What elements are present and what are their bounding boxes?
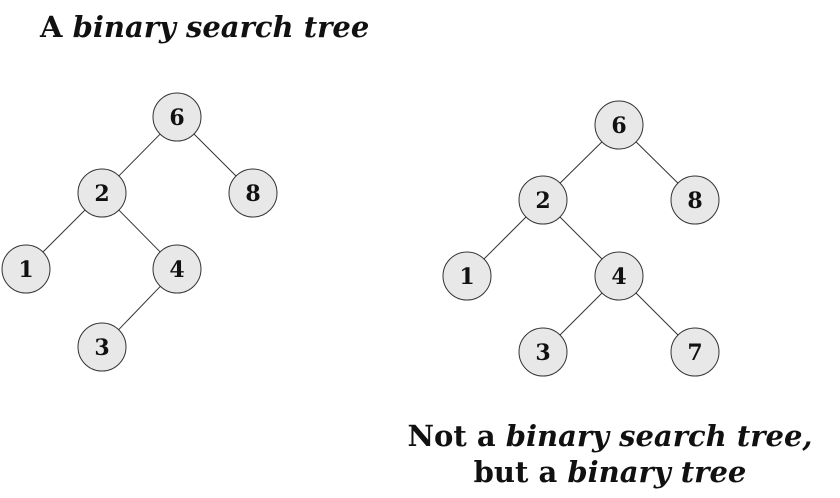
right-tree-node-4: 4 [594, 251, 644, 301]
left-node-label: 8 [245, 181, 260, 207]
right-node-label: 3 [535, 340, 550, 366]
right-caption-line1-prefix: Not a [407, 419, 506, 453]
right-node-circle [594, 251, 644, 301]
right-edge-n4-n7 [635, 292, 679, 336]
left-node-label: 3 [94, 335, 109, 361]
left-node-circle [77, 322, 127, 372]
right-tree-node-3: 3 [518, 327, 568, 377]
left-tree-node-1: 1 [1, 244, 51, 294]
left-edge-n2-n4 [118, 209, 161, 253]
right-caption-line2: but a binary tree [400, 454, 820, 490]
left-node-circle [228, 168, 278, 218]
left-node-label: 4 [169, 257, 184, 283]
right-node-circle [670, 175, 720, 225]
left-node-circle [77, 168, 127, 218]
right-tree-node-2: 2 [518, 175, 568, 225]
right-node-circle [670, 327, 720, 377]
left-edge-n6-n8 [193, 133, 237, 177]
right-caption-line1-italic: binary search tree, [505, 419, 813, 453]
right-node-circle [442, 251, 492, 301]
right-tree-node-7: 7 [670, 327, 720, 377]
left-node-label: 6 [169, 105, 184, 131]
left-tree-node-3: 3 [77, 322, 127, 372]
left-node-circle [1, 244, 51, 294]
right-node-label: 1 [459, 264, 474, 290]
right-node-label: 6 [611, 113, 626, 139]
right-tree-node-6: 6 [594, 100, 644, 150]
left-caption-prefix: A [40, 10, 73, 44]
left-tree-node-6: 6 [152, 92, 202, 142]
right-node-label: 8 [687, 188, 702, 214]
left-node-circle [152, 244, 202, 294]
left-edge-n6-n2 [118, 133, 161, 177]
right-node-circle [518, 327, 568, 377]
right-caption-line1: Not a binary search tree, [400, 418, 820, 454]
left-caption-italic: binary search tree [72, 10, 370, 44]
right-tree-node-8: 8 [670, 175, 720, 225]
right-node-label: 4 [611, 264, 626, 290]
left-tree-node-2: 2 [77, 168, 127, 218]
right-edge-n2-n1 [483, 216, 527, 260]
right-caption-line2-prefix: but a [473, 455, 568, 489]
left-caption: A binary search tree [40, 10, 369, 44]
left-edge-n2-n1 [42, 209, 86, 253]
left-node-label: 1 [18, 257, 33, 283]
right-edge-n6-n8 [635, 141, 679, 184]
right-node-label: 7 [687, 340, 702, 366]
right-node-circle [518, 175, 568, 225]
left-node-circle [152, 92, 202, 142]
right-node-circle [594, 100, 644, 150]
right-caption: Not a binary search tree, but a binary t… [400, 418, 820, 490]
left-tree-node-4: 4 [152, 244, 202, 294]
right-node-label: 2 [535, 188, 550, 214]
left-tree-node-8: 8 [228, 168, 278, 218]
right-edge-n6-n2 [559, 141, 603, 184]
right-edge-n2-n4 [559, 216, 603, 260]
right-tree-node-1: 1 [442, 251, 492, 301]
left-edge-n4-n3 [118, 285, 161, 331]
right-caption-line2-italic: binary tree [567, 455, 747, 489]
right-edge-n4-n3 [559, 292, 603, 336]
left-node-label: 2 [94, 181, 109, 207]
